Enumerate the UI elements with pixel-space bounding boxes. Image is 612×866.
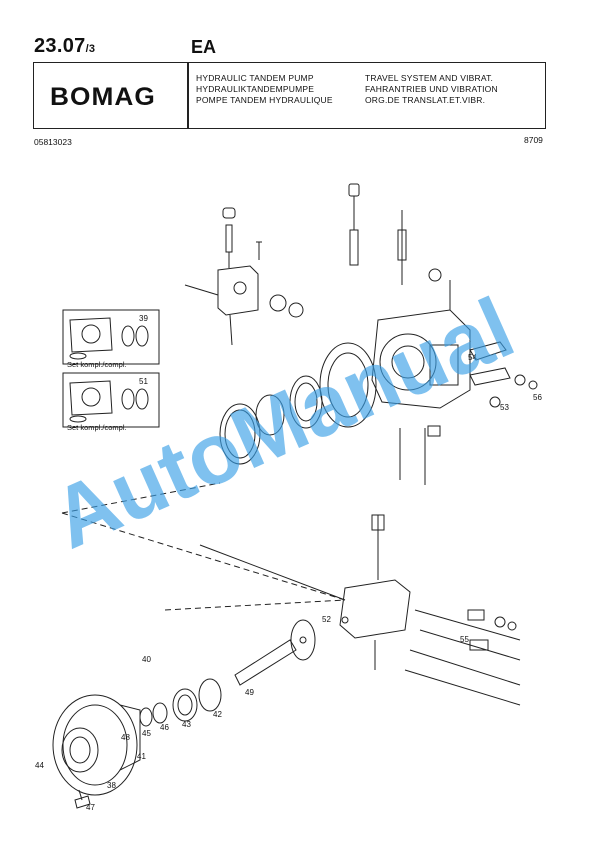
date-code: 8709 xyxy=(524,135,543,145)
cartridge-valves xyxy=(404,609,521,706)
document-number: 05813023 xyxy=(34,137,72,147)
callout-label: 46 xyxy=(160,723,169,732)
control-rods xyxy=(348,183,407,285)
callout-label: 49 xyxy=(245,688,254,697)
callout-label: 56 xyxy=(533,393,542,402)
swashplate-rings xyxy=(219,342,377,465)
bearings-and-seals xyxy=(139,678,222,727)
title-divider xyxy=(187,63,189,128)
callout-label: 43 xyxy=(182,720,191,729)
callout-label: 41 xyxy=(137,752,146,761)
callout-label: 53 xyxy=(500,403,509,412)
valve-block-upper xyxy=(184,207,304,346)
callout-label: 44 xyxy=(35,761,44,770)
brand-logo: BOMAG xyxy=(50,83,170,111)
callout-label: 40 xyxy=(142,655,151,664)
callout-label: 54 xyxy=(468,353,477,362)
diagram-canvas: 39 51 54 53 56 52 55 40 49 42 43 46 45 4… xyxy=(35,183,542,812)
callout-label: 51 xyxy=(139,377,148,386)
brand-name: BOMAG xyxy=(50,83,156,111)
description-right-line: TRAVEL SYSTEM AND VIBRAT. xyxy=(365,73,494,83)
description-left-line: POMPE TANDEM HYDRAULIQUE xyxy=(196,95,333,105)
callout-label: 55 xyxy=(460,635,469,644)
description-left-line: HYDRAULIC TANDEM PUMP xyxy=(196,73,314,83)
seal-set-box-39 xyxy=(62,309,160,365)
part-callouts: 39 51 54 53 56 52 55 40 49 42 43 46 45 4… xyxy=(35,314,542,812)
right-fittings xyxy=(469,341,538,408)
lower-rods xyxy=(399,425,441,485)
callout-label: 52 xyxy=(322,615,331,624)
set-label: Set kompl./compl. xyxy=(67,423,127,432)
page-number-main: 23.07 xyxy=(34,35,86,57)
callout-label: 42 xyxy=(213,710,222,719)
description-right-line: ORG.DE TRANSLAT.ET.VIBR. xyxy=(365,95,486,105)
set-label: Set kompl./compl. xyxy=(67,360,127,369)
pump-housing xyxy=(371,268,471,409)
page-number: 23.07/3 xyxy=(34,35,95,58)
callout-label: 47 xyxy=(86,803,95,812)
description-right: TRAVEL SYSTEM AND VIBRAT. FAHRANTRIEB UN… xyxy=(365,73,498,106)
callout-label: 48 xyxy=(121,733,130,742)
model-code: EA xyxy=(191,37,217,57)
assembly-lines xyxy=(61,482,346,611)
page-number-sub: /3 xyxy=(85,43,96,55)
title-block: BOMAG HYDRAULIC TANDEM PUMP HYDRAULIKTAN… xyxy=(33,62,546,129)
seal-set-box-51 xyxy=(62,372,160,428)
description-right-line: FAHRANTRIEB UND VIBRATION xyxy=(365,84,498,94)
end-cover-flange xyxy=(52,694,141,809)
valve-block-lower xyxy=(199,514,411,670)
description-left: HYDRAULIC TANDEM PUMP HYDRAULIKTANDEMPUM… xyxy=(196,73,333,106)
description-left-line: HYDRAULIKTANDEMPUMPE xyxy=(196,84,315,94)
exploded-parts-diagram: 39 51 54 53 56 52 55 40 49 42 43 46 45 4… xyxy=(0,170,612,866)
callout-label: 39 xyxy=(139,314,148,323)
callout-label: 45 xyxy=(142,729,151,738)
drive-shaft xyxy=(234,619,316,686)
callout-label: 38 xyxy=(107,781,116,790)
